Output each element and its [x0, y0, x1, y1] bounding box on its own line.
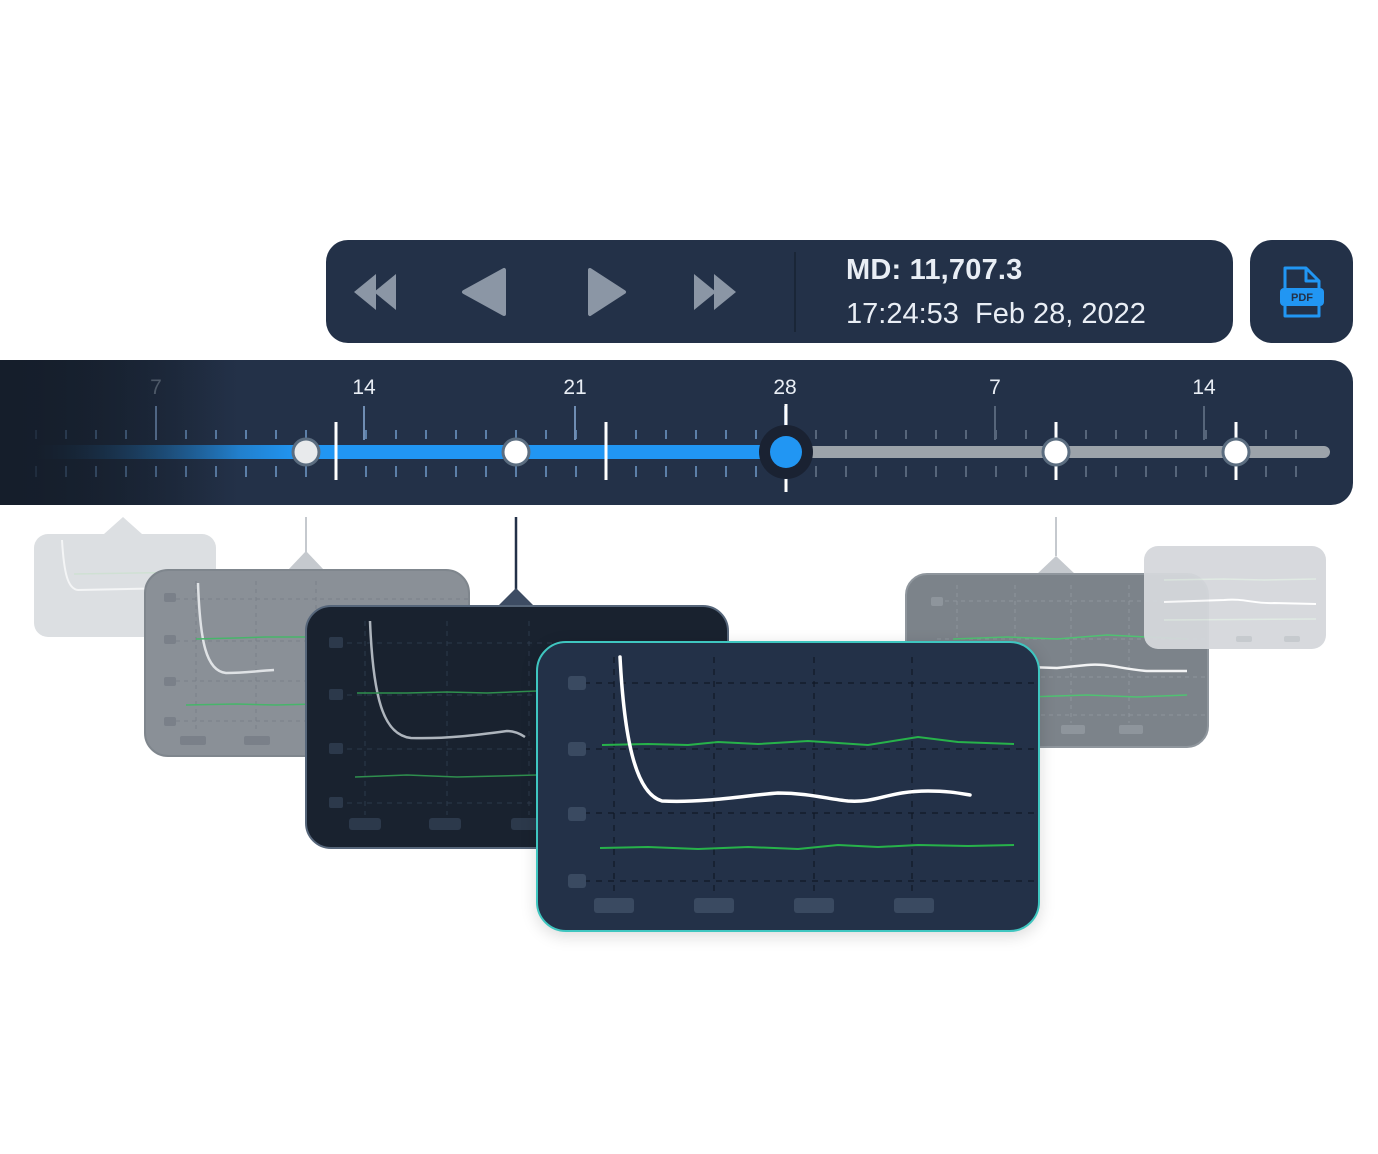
pdf-icon-label: PDF	[1291, 292, 1313, 304]
playhead-handle[interactable]	[770, 436, 802, 468]
green-series-bottom	[599, 843, 1015, 851]
pdf-file-icon: PDF	[1280, 266, 1324, 318]
fast-forward-icon	[694, 274, 736, 310]
measured-depth-readout: MD: 11,707.3	[846, 254, 1023, 286]
green-series-top	[601, 735, 1015, 747]
major-ticks	[155, 406, 1205, 440]
timeline-fade	[0, 360, 240, 505]
tick-label-4: 28	[773, 376, 796, 399]
play-icon	[588, 268, 626, 316]
tick-labels: 7 14 21 28 7 14	[150, 376, 1216, 399]
panel-divider	[794, 252, 796, 332]
tick-label-2: 14	[352, 376, 376, 399]
export-pdf-button[interactable]: PDF	[1250, 240, 1353, 343]
snapshot-handle[interactable]	[1221, 437, 1251, 467]
step-back-button[interactable]	[454, 262, 524, 322]
connector-arrow	[104, 517, 142, 534]
snapshot-card-6[interactable]	[1144, 546, 1326, 649]
snapshot-chart-6	[1163, 578, 1317, 642]
snapshot-handle[interactable]	[291, 437, 321, 467]
timeline-scrubber[interactable]: 7 14 21 28 7 14	[0, 360, 1353, 505]
fast-rewind-icon	[354, 274, 396, 310]
snapshot-handle[interactable]	[1041, 437, 1071, 467]
tick-label-3: 21	[563, 376, 586, 399]
connector-arrow	[288, 551, 324, 570]
timeline-svg: 7 14 21 28 7 14	[0, 360, 1330, 505]
timestamp: 17:24:53 Feb 28, 2022	[846, 298, 1146, 331]
snapshot-chart-active	[568, 655, 1038, 913]
time-value: 17:24:53	[846, 298, 959, 330]
fast-forward-button[interactable]	[688, 262, 758, 322]
tick-label-5: 7	[989, 376, 1001, 399]
tick-label-6: 14	[1192, 376, 1216, 399]
playback-panel: MD: 11,707.3 17:24:53 Feb 28, 2022	[326, 240, 1233, 343]
snapshot-handle[interactable]	[501, 437, 531, 467]
play-button[interactable]	[578, 262, 648, 322]
fast-rewind-button[interactable]	[350, 262, 420, 322]
date-value: Feb 28, 2022	[975, 298, 1146, 330]
white-series	[618, 655, 972, 804]
step-back-icon	[462, 268, 506, 316]
snapshot-card-active[interactable]	[536, 641, 1040, 932]
